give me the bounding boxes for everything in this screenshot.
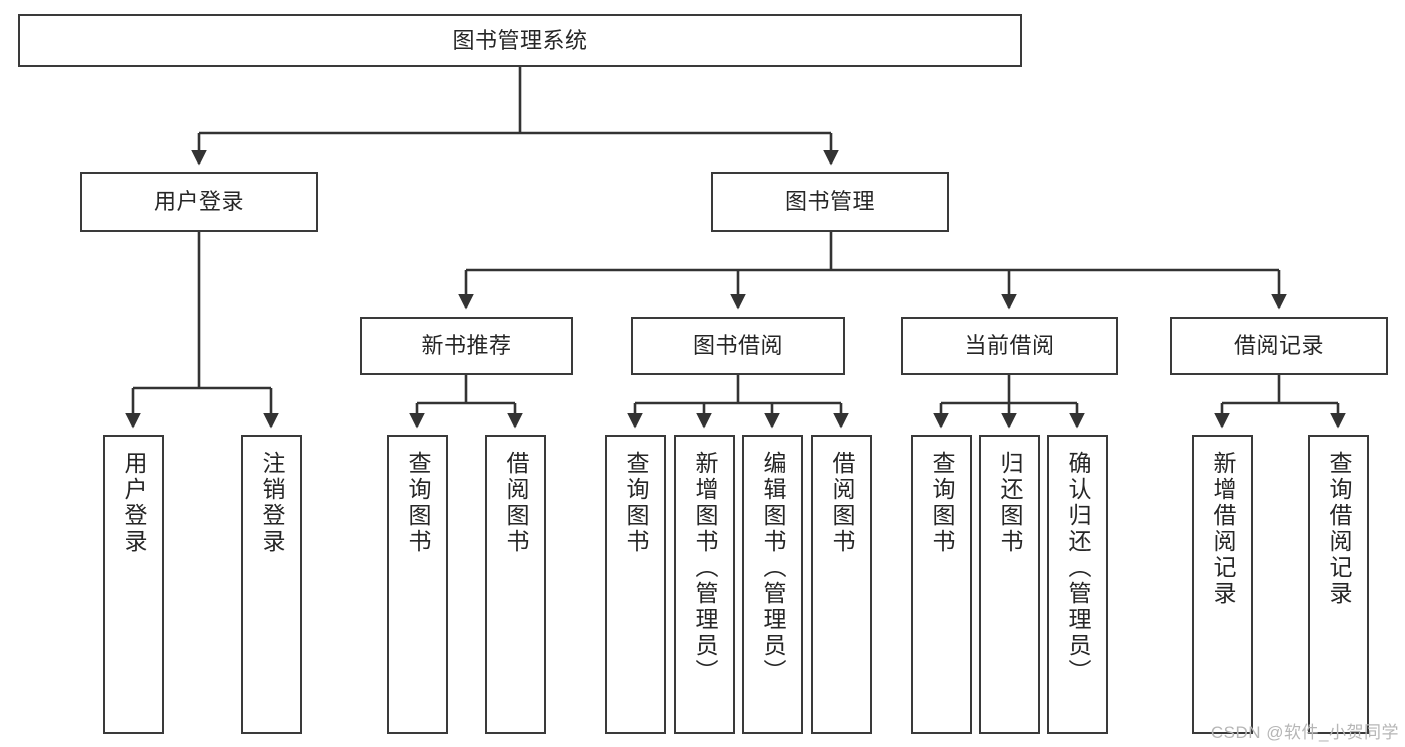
leaf-user-login-logout-label: 注销登录 [259,451,285,555]
leaf-user-login-login[interactable]: 用户登录 [103,435,164,734]
leaf-record-query-record[interactable]: 查询借阅记录 [1308,435,1369,734]
leaf-new-book-query-book-label: 查询图书 [405,451,431,555]
leaf-record-add-record[interactable]: 新增借阅记录 [1192,435,1253,734]
leaf-user-login-logout[interactable]: 注销登录 [241,435,302,734]
leaf-record-query-record-label: 查询借阅记录 [1326,451,1352,607]
leaf-borrow-borrow-book-label: 借阅图书 [829,451,855,555]
node-root-system-label: 图书管理系统 [452,27,588,53]
leaf-new-book-query-book[interactable]: 查询图书 [387,435,448,734]
node-new-book-recommend-label: 新书推荐 [421,333,512,359]
csdn-watermark: CSDN @软件_小贺同学 [1210,723,1399,742]
leaf-current-query-book-label: 查询图书 [929,451,955,555]
node-book-management-label: 图书管理 [784,189,875,215]
leaf-borrow-borrow-book[interactable]: 借阅图书 [811,435,872,734]
leaf-current-confirm-return-admin[interactable]: 确认归还（管理员） [1047,435,1108,734]
leaf-new-book-borrow-book-label: 借阅图书 [503,451,529,555]
node-book-borrow[interactable]: 图书借阅 [631,317,845,375]
node-book-borrow-label: 图书借阅 [692,333,783,359]
leaf-current-confirm-return-admin-label: 确认归还（管理员） [1065,451,1091,685]
leaf-record-add-record-label: 新增借阅记录 [1210,451,1236,607]
leaf-current-return-book-label: 归还图书 [997,451,1023,555]
node-root-system[interactable]: 图书管理系统 [18,14,1022,67]
leaf-borrow-edit-book-admin-label: 编辑图书（管理员） [760,451,786,685]
node-user-login-label: 用户登录 [153,189,244,215]
node-current-borrow-label: 当前借阅 [964,333,1055,359]
node-user-login[interactable]: 用户登录 [80,172,318,232]
leaf-new-book-borrow-book[interactable]: 借阅图书 [485,435,546,734]
leaf-borrow-edit-book-admin[interactable]: 编辑图书（管理员） [742,435,803,734]
node-borrow-record[interactable]: 借阅记录 [1170,317,1388,375]
leaf-user-login-login-label: 用户登录 [121,451,147,555]
leaf-current-query-book[interactable]: 查询图书 [911,435,972,734]
node-current-borrow[interactable]: 当前借阅 [901,317,1118,375]
leaf-borrow-add-book-admin[interactable]: 新增图书（管理员） [674,435,735,734]
leaf-borrow-add-book-admin-label: 新增图书（管理员） [692,451,718,685]
leaf-borrow-query-book-label: 查询图书 [623,451,649,555]
leaf-current-return-book[interactable]: 归还图书 [979,435,1040,734]
node-borrow-record-label: 借阅记录 [1233,333,1324,359]
node-new-book-recommend[interactable]: 新书推荐 [360,317,573,375]
node-book-management[interactable]: 图书管理 [711,172,949,232]
leaf-borrow-query-book[interactable]: 查询图书 [605,435,666,734]
